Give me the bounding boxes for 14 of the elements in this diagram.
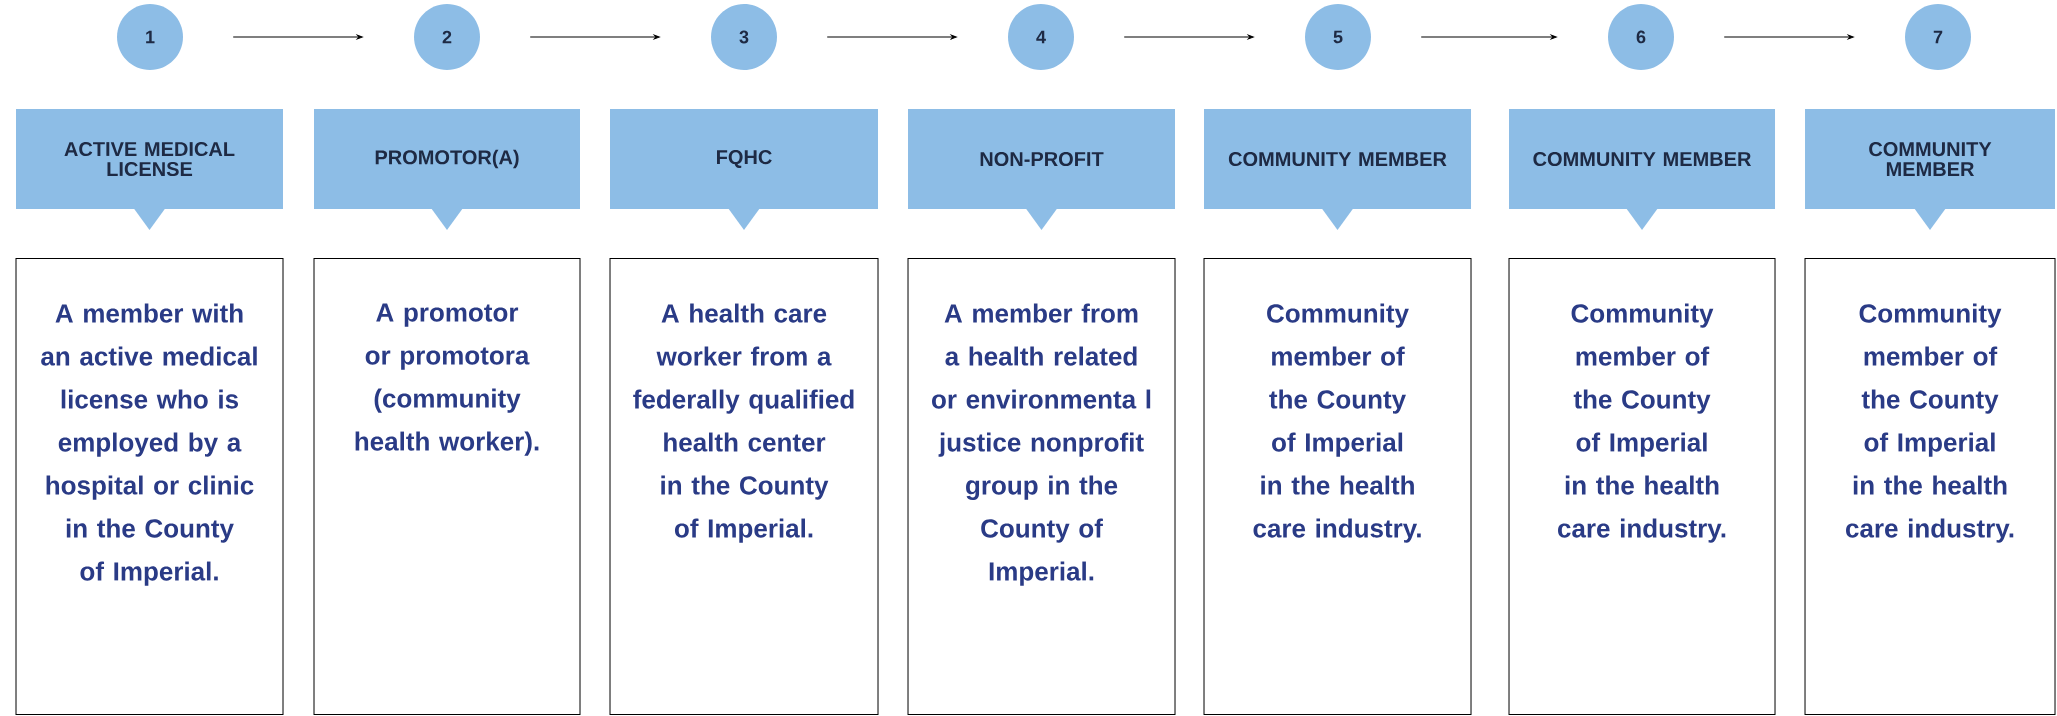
description-box: Community member of the County of Imperial in the health care industry. [1804,258,2056,715]
callout-box: PROMOTOR(A) [314,109,580,230]
description-box: A promotor or promotora (community health worker). [313,258,581,715]
callout-box: NON-PROFIT [908,109,1175,230]
callout-box: FQHC [610,109,878,230]
description-box: A member with an active medical license who is employed by a hospital or clinic in the County of Imperial. [15,258,284,715]
callout-box: COMMUNITY MEMBER [1805,109,2055,230]
callout-box: ACTIVE MEDICAL LICENSE [16,109,283,230]
callout-box: COMMUNITY MEMBER [1509,109,1775,230]
callout-box: COMMUNITY MEMBER [1204,109,1471,230]
description-box: Community member of the County of Imperial in the health care industry. [1508,258,1776,715]
description-box: A member from a health related or environmenta l justice nonprofit group in the County of Imperial. [907,258,1176,715]
description-box: Community member of the County of Imperial in the health care industry. [1203,258,1472,715]
description-box: A health care worker from a federally qualified health center in the County of Imperial. [609,258,879,715]
